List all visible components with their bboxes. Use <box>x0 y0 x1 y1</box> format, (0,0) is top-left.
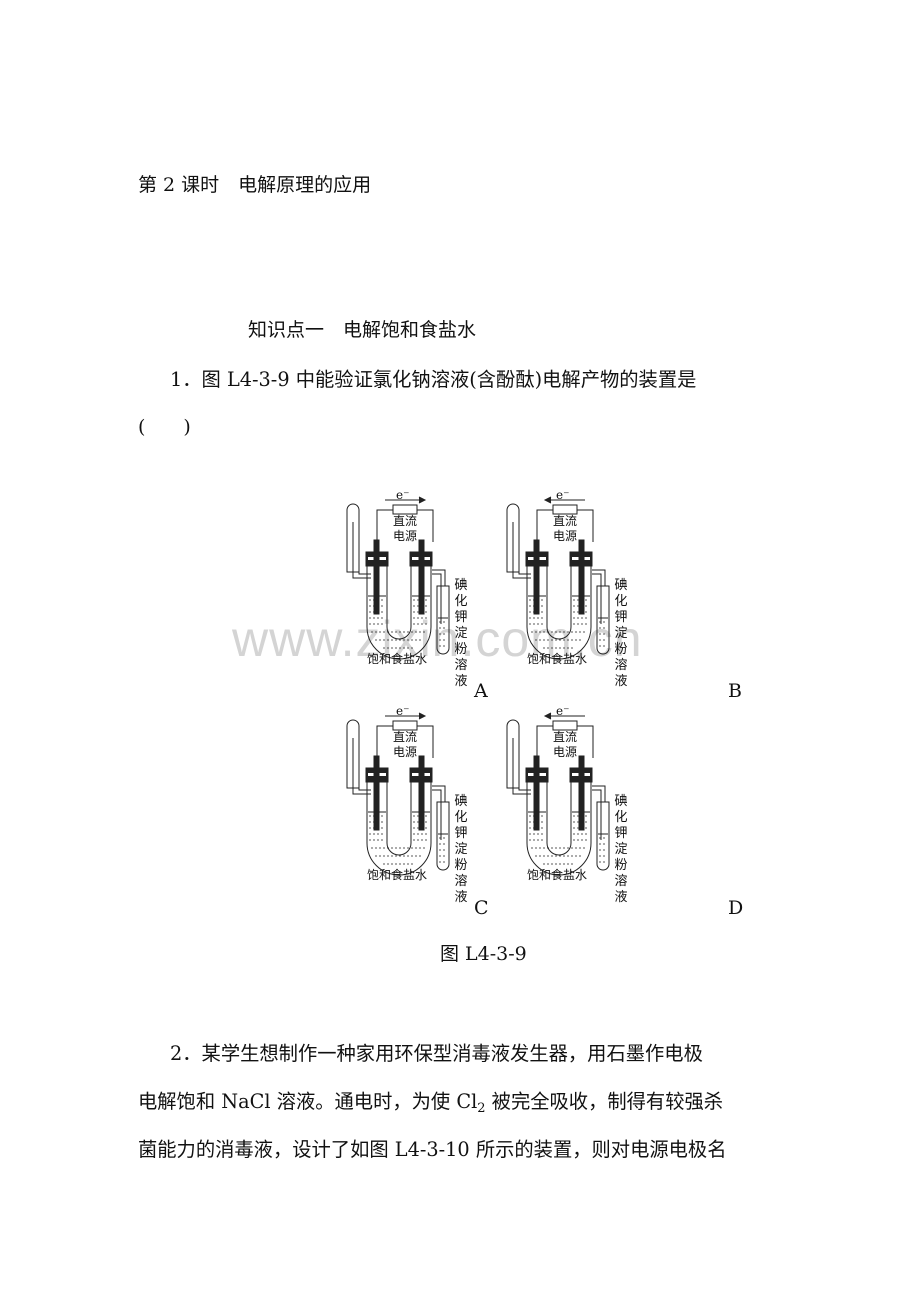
solution-label: 饱和食盐水 <box>367 652 428 666</box>
option-label-a: A <box>474 680 488 702</box>
solution-label: 饱和食盐水 <box>367 868 428 882</box>
solution-label: 饱和食盐水 <box>527 652 588 666</box>
ki-starch-label: 碘化钾淀粉溶液 <box>614 578 628 689</box>
electron-label: e⁻ <box>396 704 410 718</box>
electron-label: e⁻ <box>396 488 410 502</box>
electrolysis-apparatus-icon <box>506 712 610 876</box>
option-label-c: C <box>474 897 489 919</box>
apparatus-diagram-b: e⁻ 直流电源 饱和食盐水 碘化钾淀粉溶液 <box>493 488 633 689</box>
question-2-line-3: 菌能力的消毒液，设计了如图 L4-3-10 所示的装置，则对电源电极名 <box>138 1138 727 1161</box>
question-1-answer-blank: ( ) <box>138 416 191 438</box>
apparatus-diagram-c: e⁻ 直流电源 饱和食盐水 碘化钾淀粉溶液 <box>333 704 473 905</box>
question-2-line-2: 电解饱和 NaCl 溶液。通电时，为使 Cl2 被完全吸收，制得有较强杀 <box>138 1090 724 1116</box>
lesson-title: 第 2 课时 电解原理的应用 <box>138 174 372 196</box>
power-label: 直流电源 <box>392 730 417 759</box>
question-1-line-1: 1．图 L4-3-9 中能验证氯化钠溶液(含酚酞)电解产物的装置是 <box>170 368 697 391</box>
question-2-line-1: 2．某学生想制作一种家用环保型消毒液发生器，用石墨作电极 <box>170 1042 703 1065</box>
apparatus-diagram-a: e⁻ 直流电源 饱和食盐水 碘化钾淀粉溶液 <box>333 488 473 689</box>
electrolysis-apparatus-icon <box>346 496 450 660</box>
solution-label: 饱和食盐水 <box>527 868 588 882</box>
ki-starch-label: 碘化钾淀粉溶液 <box>614 794 628 905</box>
figure-caption: 图 L4-3-9 <box>440 943 527 965</box>
ki-starch-label: 碘化钾淀粉溶液 <box>454 578 468 689</box>
electron-label: e⁻ <box>556 488 570 502</box>
apparatus-diagram-d: e⁻ 直流电源 饱和食盐水 碘化钾淀粉溶液 <box>493 704 633 905</box>
ki-starch-label: 碘化钾淀粉溶液 <box>454 794 468 905</box>
power-label: 直流电源 <box>392 514 417 543</box>
option-label-b: B <box>728 680 742 702</box>
power-label: 直流电源 <box>552 730 577 759</box>
electrolysis-apparatus-icon <box>346 712 450 876</box>
section-heading: 知识点一 电解饱和食盐水 <box>248 319 477 341</box>
electron-label: e⁻ <box>556 704 570 718</box>
electrolysis-apparatus-icon <box>506 496 610 660</box>
option-label-d: D <box>728 897 744 919</box>
power-label: 直流电源 <box>552 514 577 543</box>
